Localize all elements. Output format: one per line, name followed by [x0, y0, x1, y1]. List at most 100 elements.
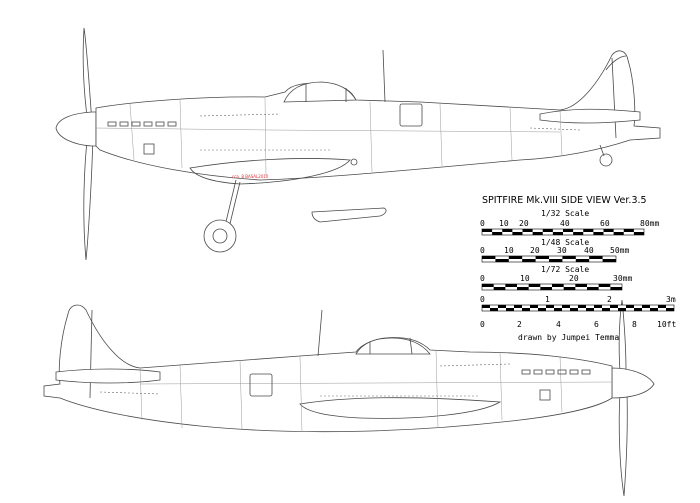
- tick-label: 2: [607, 295, 612, 304]
- scale-bar-segment: [517, 287, 529, 290]
- bottom-propeller-blade-lower: [618, 391, 628, 497]
- bottom-panel-line: [559, 355, 563, 413]
- scale-bar-segment: [482, 284, 494, 287]
- scale-bar-segment: [563, 287, 576, 290]
- scale-bar-segment: [562, 305, 570, 308]
- bottom-rudder-hinge: [89, 309, 93, 399]
- bottom-canopy-frame: [409, 337, 413, 355]
- scale-bar-segment: [650, 308, 658, 311]
- scale-bar-segment: [594, 305, 602, 308]
- bottom-wing-root-fairing: [299, 397, 502, 419]
- tick-label: 0: [480, 274, 485, 283]
- bottom-antenna-mast: [317, 309, 323, 357]
- tick-label: 0: [480, 320, 485, 329]
- scale-1-48-label: 1/48 Scale: [541, 238, 589, 247]
- scale-bar-segment: [623, 229, 634, 232]
- scale-bar-segment: [482, 256, 496, 259]
- tick-label: 40: [560, 219, 570, 228]
- tick-label: 0: [480, 246, 485, 255]
- bottom-panel-line: [239, 359, 243, 431]
- scale-bar-segment: [602, 308, 610, 311]
- bottom-aircraft: [43, 299, 655, 497]
- top-panel-line: [179, 99, 183, 169]
- scale-bar-segment: [589, 256, 603, 259]
- tick-label: 20: [519, 219, 529, 228]
- scale-bar-segment: [583, 229, 594, 232]
- scale-bar-segment: [626, 305, 634, 308]
- bottom-panel-line: [139, 381, 613, 385]
- scale-bar-segment: [586, 308, 594, 311]
- scale-bar-segment: [666, 308, 674, 311]
- top-tailplane: [539, 108, 641, 124]
- bottom-panel-box: [539, 389, 551, 401]
- scale-bar-segment: [603, 229, 614, 232]
- scale-bar-segment: [522, 259, 536, 262]
- top-rudder-hinge: [611, 57, 617, 139]
- scale-1-72-bar: [481, 283, 623, 291]
- top-wing-root-fairing: [189, 158, 351, 185]
- bottom-exhaust-stubs: [521, 369, 591, 375]
- scale-bar-segment: [633, 232, 644, 235]
- scale-bar-segment: [587, 287, 599, 290]
- scale-bar-segment: [570, 308, 578, 311]
- top-rivet-line: [199, 113, 281, 117]
- scale-bar-segment: [552, 232, 563, 235]
- scale-1-32-bar: [481, 228, 645, 236]
- annotation-label: cca. 8 BASAL2010: [232, 174, 269, 179]
- top-aircraft: cca. 8 BASAL2010: [55, 27, 661, 261]
- tick-label: 6: [594, 320, 599, 329]
- scale-bar-segment: [490, 308, 498, 311]
- scale-bar-segment: [482, 305, 490, 308]
- top-main-wheel: [203, 219, 237, 253]
- bottom-propeller-blade-upper: [618, 299, 627, 373]
- bottom-canopy: [355, 337, 431, 355]
- tick-label: 3m: [666, 295, 676, 304]
- tick-label: 30: [557, 246, 567, 255]
- scale-1-48-bar: [481, 255, 617, 263]
- bottom-spinner: [611, 367, 655, 399]
- scale-bar-segment: [508, 256, 523, 259]
- scale-bar-segment: [546, 305, 554, 308]
- scale-bar-segment: [514, 305, 522, 308]
- scale-bar-segment: [495, 259, 509, 262]
- scale-bar-segment: [598, 284, 611, 287]
- scale-bar-segment: [563, 229, 574, 232]
- scale-bar-segment: [506, 308, 514, 311]
- scale-bar-segment: [528, 284, 541, 287]
- tick-label: 40: [584, 246, 594, 255]
- scale-bar-segment: [618, 308, 626, 311]
- scale-1-32-label: 1/32 Scale: [541, 209, 589, 218]
- scale-bar-segment: [535, 256, 549, 259]
- top-panel-box: [143, 143, 155, 155]
- scale-bar-segment: [575, 259, 590, 262]
- tick-label: 60: [600, 219, 610, 228]
- credit-text: drawn by Jumpei Temma: [518, 333, 619, 342]
- scale-bar-segment: [573, 232, 584, 235]
- scale-bar-segment: [549, 259, 563, 262]
- tick-label: 2: [517, 320, 522, 329]
- top-propeller-blade-upper: [82, 27, 93, 125]
- scale-1-72-label: 1/72 Scale: [541, 265, 589, 274]
- top-panel-line: [509, 107, 513, 161]
- scale-bar-segment: [552, 284, 564, 287]
- top-fin-edge: [605, 55, 627, 71]
- scale-bar-segment: [642, 305, 650, 308]
- scale-bar-segment: [522, 308, 530, 311]
- top-panel-line: [439, 103, 443, 167]
- scale-metres-ticks: 0 1 2 3m: [480, 295, 676, 304]
- scale-bar-segment: [575, 284, 587, 287]
- tick-label: 10: [520, 274, 530, 283]
- top-exhaust-stubs: [107, 121, 177, 127]
- top-panel-line: [269, 129, 561, 133]
- tick-label: 30mm: [613, 274, 632, 283]
- scale-bar-segment: [613, 232, 624, 235]
- top-rivet-line: [529, 127, 581, 131]
- top-main-wheel-hub: [212, 228, 228, 244]
- scale-feet-ticks: 0 2 4 6 8 10ft: [480, 320, 676, 329]
- top-tail-wheel: [599, 153, 613, 167]
- tick-label: 20: [530, 246, 540, 255]
- scale-bar-segment: [482, 229, 493, 232]
- top-radiator-part: [311, 207, 387, 223]
- tick-label: 50mm: [610, 246, 629, 255]
- scale-bar-segment: [502, 229, 513, 232]
